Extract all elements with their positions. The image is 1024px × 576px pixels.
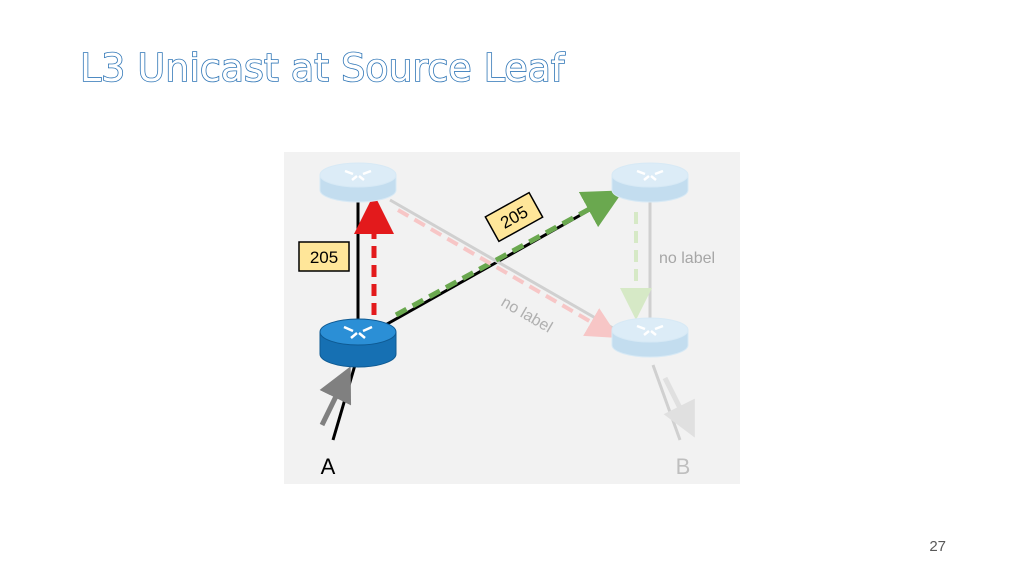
leafA-router-icon <box>319 318 397 368</box>
host-a-ingress-arrow <box>319 366 352 427</box>
host-b-label: B <box>676 454 691 479</box>
left-mpls-label-box: 205 <box>298 241 350 272</box>
spine1-router-icon <box>319 162 397 203</box>
green-path-arrow <box>394 190 624 318</box>
host-b-egress-arrow <box>662 376 695 438</box>
faded-pink-path-arrow <box>396 208 619 339</box>
slide-title: L3 Unicast at Source Leaf <box>79 45 565 91</box>
left-mpls-label: 205 <box>310 248 338 267</box>
slide-number: 27 <box>929 538 946 555</box>
spine2-router-icon <box>611 162 689 203</box>
right-no-label-text: no label <box>659 250 715 267</box>
leafB-router-icon <box>611 317 689 358</box>
host-a-label: A <box>321 454 336 479</box>
